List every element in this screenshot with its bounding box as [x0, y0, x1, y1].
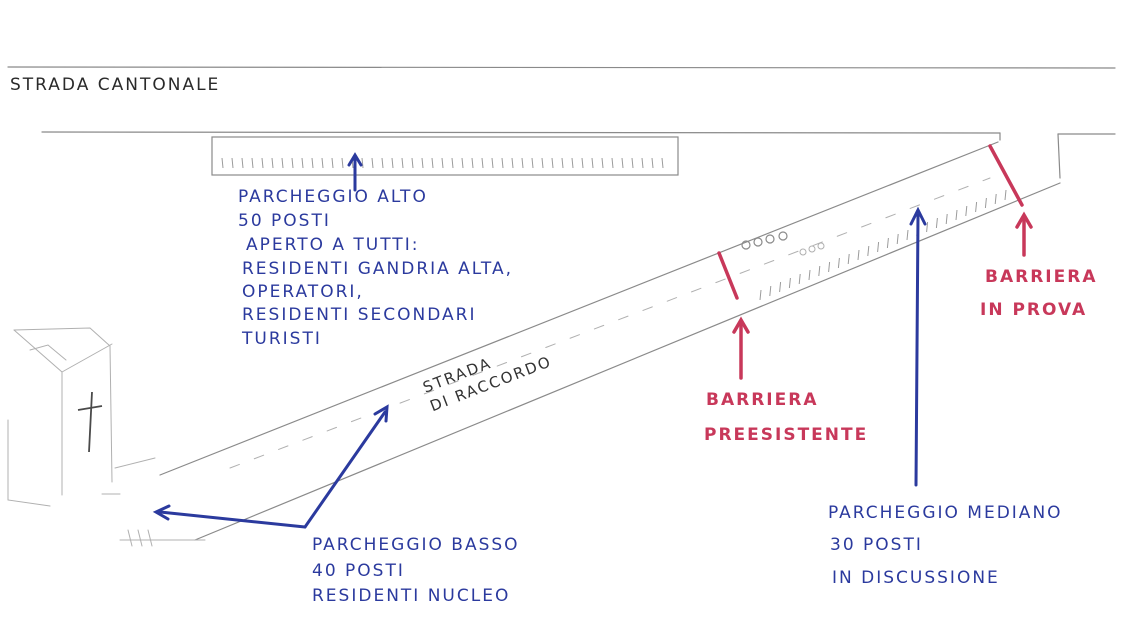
parcheggio-mediano-line-2: 30 POSTI: [830, 535, 923, 555]
parcheggio-basso-label: PARCHEGGIO BASSO 40 POSTI RESIDENTI NUCL…: [312, 535, 520, 606]
barriera-preesistente-line-2: PREESISTENTE: [704, 425, 868, 445]
parcheggio-basso-arrow-up-head: [373, 404, 389, 423]
strada-cantonale-line: [7, 66, 1116, 69]
road-lower-edge: [41, 131, 1001, 134]
parcheggio-alto-label: PARCHEGGIO ALTO 50 POSTI APERTO A TUTTI:…: [238, 187, 513, 349]
raccordo-upper-edge: [159, 141, 999, 476]
parcheggio-alto-line-2: 50 POSTI: [238, 211, 331, 231]
barriera-prova-mark: [988, 144, 1024, 207]
parcheggio-basso-line-1: PARCHEGGIO BASSO: [312, 535, 520, 555]
parcheggio-alto-line-3: APERTO A TUTTI:: [246, 235, 419, 255]
parcheggio-alto-line-5: OPERATORI,: [242, 282, 364, 302]
parcheggio-alto-area: [211, 136, 679, 176]
road-notch-right: [1057, 133, 1061, 179]
parked-cars: [741, 231, 825, 256]
parcheggio-alto-hatching: [221, 157, 664, 169]
parcheggio-basso-line-3: RESIDENTI NUCLEO: [312, 586, 510, 606]
strada-cantonale-label: STRADA CANTONALE: [10, 75, 220, 95]
barriera-preesistente-arrow-head: [732, 316, 750, 334]
parcheggio-basso-arrow-up: [303, 410, 387, 529]
barriera-prova-arrow-head: [1015, 211, 1033, 229]
parcheggio-mediano-hatching: [759, 189, 1007, 301]
raccordo-center-dashes: [229, 177, 991, 469]
parcheggio-alto-line-6: RESIDENTI SECONDARI: [242, 305, 476, 325]
parcheggio-mediano-line-1: PARCHEGGIO MEDIANO: [828, 503, 1063, 523]
parcheggio-basso-arrow-left-head: [152, 504, 171, 521]
parcheggio-alto-line-4: RESIDENTI GANDRIA ALTA,: [242, 259, 513, 279]
cross-icon: [77, 391, 103, 453]
parcheggio-mediano-arrow-shaft: [914, 213, 920, 487]
parcheggio-mediano-arrow-head: [909, 206, 927, 226]
parcheggio-mediano-line-3: IN DISCUSSIONE: [832, 568, 1000, 588]
parcheggio-alto-arrow-head: [347, 152, 363, 167]
parcheggio-mediano-label: PARCHEGGIO MEDIANO 30 POSTI IN DISCUSSIO…: [828, 503, 1063, 588]
parcheggio-alto-line-1: PARCHEGGIO ALTO: [238, 187, 428, 207]
barriera-preesistente-mark: [717, 251, 739, 300]
parcheggio-basso-line-2: 40 POSTI: [312, 561, 405, 581]
barriera-preesistente-line-1: BARRIERA: [706, 390, 818, 410]
barriera-prova-line-2: IN PROVA: [980, 300, 1087, 320]
barriera-prova-line-1: BARRIERA: [985, 267, 1097, 287]
strada-raccordo-label: STRADA DI RACCORDO: [420, 352, 554, 415]
church-building: [7, 327, 206, 547]
parcheggio-basso-arrow-left: [158, 510, 307, 529]
barriera-preesistente-label: BARRIERA PREESISTENTE: [704, 390, 868, 445]
barriera-prova-label: BARRIERA IN PROVA: [980, 267, 1097, 320]
parcheggio-alto-line-7: TURISTI: [241, 329, 322, 349]
